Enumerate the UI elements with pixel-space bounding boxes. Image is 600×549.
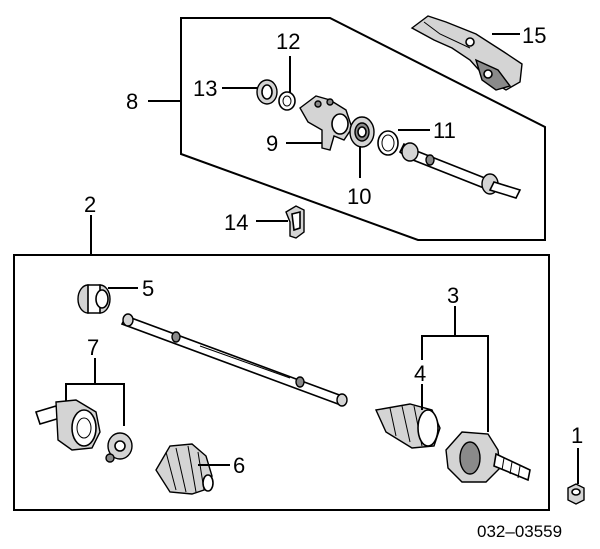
intermediate-shaft [398,142,522,199]
inboard-joint-part-7 [34,399,133,463]
callout-10: 10 [347,184,371,209]
bearing-support-part-9 [299,95,353,151]
callout-8: 8 [126,89,138,114]
inner-boot-part-6 [155,443,214,495]
outboard-cv-joint [445,431,531,483]
diagram-code: 032–03559 [477,522,562,541]
callout-11: 11 [433,118,456,143]
callout-1: 1 [571,423,583,448]
callout-7: 7 [87,335,99,360]
boot-band-part-5 [77,284,111,314]
nut-part-1 [567,483,585,505]
callout-15: 15 [522,23,546,48]
circlip-part-12 [278,91,296,111]
callout-2: 2 [84,192,96,217]
group-8-outline [180,17,546,241]
clamp-bracket-part-14 [285,205,305,239]
seal-part-13 [256,79,278,105]
driveshaft [120,313,348,407]
callout-4: 4 [414,361,426,386]
callout-12: 12 [276,29,300,54]
callout-14: 14 [224,210,248,235]
outer-boot-part-4 [374,403,441,449]
snap-ring-part-11 [377,130,399,156]
group-2-outline [13,254,550,511]
callout-3: 3 [447,283,459,308]
bearing-part-10 [349,116,375,148]
callout-5: 5 [142,276,154,301]
callout-9: 9 [266,131,278,156]
heat-shield-part-15 [410,15,523,91]
callout-6: 6 [233,453,245,478]
callout-13: 13 [193,76,217,101]
